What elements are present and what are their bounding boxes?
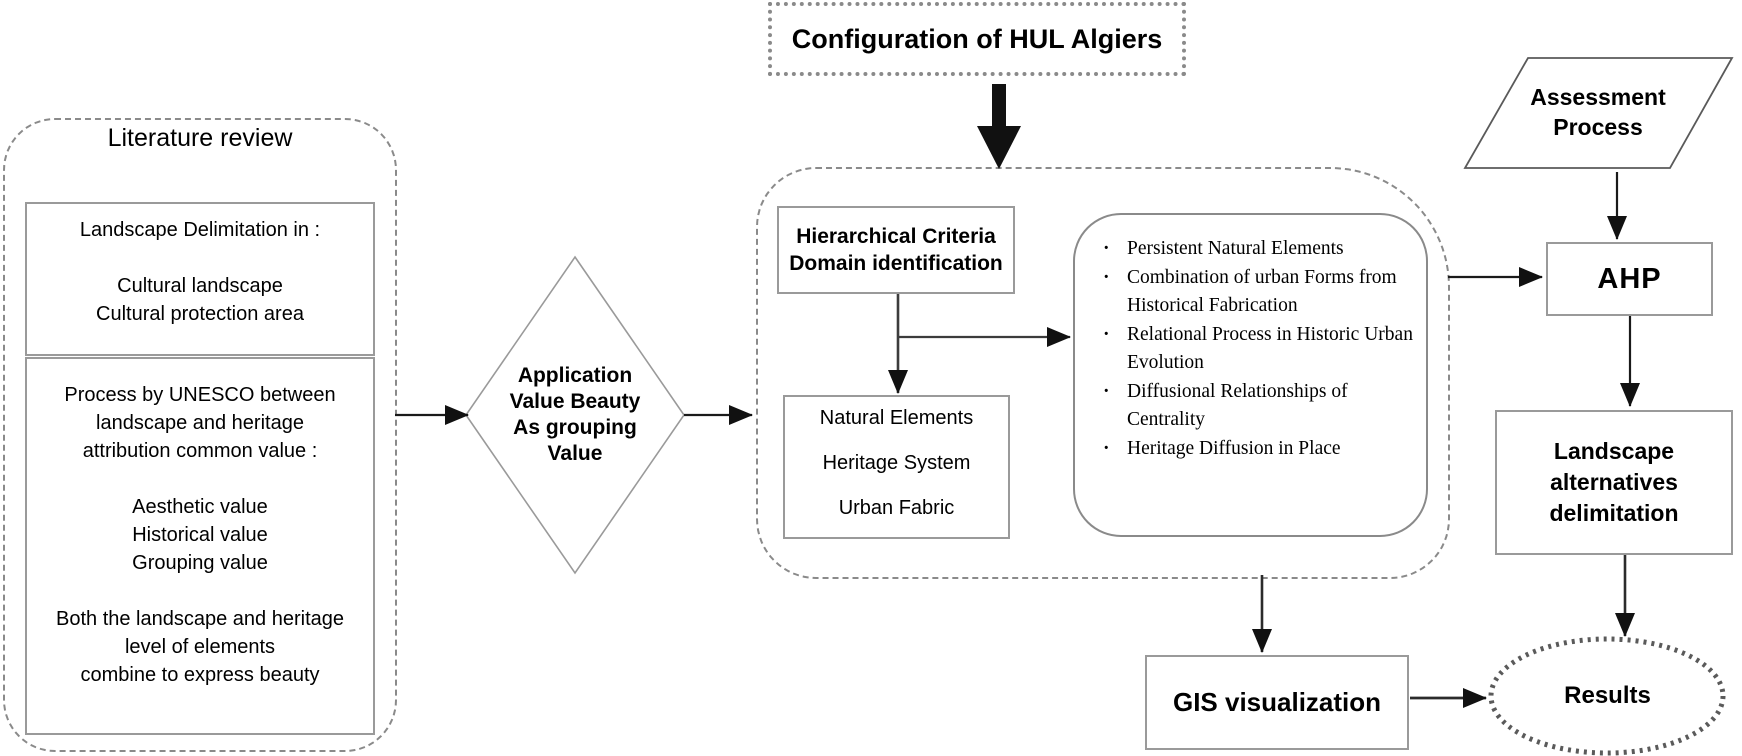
assessment-process-label: Assessment Process: [1530, 84, 1666, 140]
gis-visualization-box: GIS visualization: [1145, 655, 1409, 750]
criteria-list-item: Persistent Natural Elements: [1103, 235, 1427, 264]
results-label: Results: [1564, 682, 1651, 709]
literature-review-container: [3, 118, 397, 752]
criteria-list: Persistent Natural Elements Combination …: [1075, 235, 1426, 463]
ahp-box: AHP: [1546, 242, 1713, 316]
literature-review-title: Literature review: [107, 124, 293, 152]
criteria-list-item: Combination of urban Forms from Historic…: [1103, 264, 1427, 321]
hierarchical-criteria-box: Hierarchical Criteria Domain identificat…: [777, 206, 1015, 294]
domains-box: Natural Elements Heritage System Urban F…: [783, 395, 1010, 539]
hul-configuration-container: [756, 167, 1450, 579]
criteria-list-item: Heritage Diffusion in Place: [1103, 435, 1427, 464]
criteria-list-item: Relational Process in Historic Urban Evo…: [1103, 321, 1427, 378]
landscape-delimitation-box: Landscape Delimitation in : Cultural lan…: [25, 202, 375, 356]
landscape-alternatives-box: Landscape alternatives delimitation: [1495, 410, 1733, 555]
criteria-list-item: Diffusional Relationships of Centrality: [1103, 378, 1427, 435]
criteria-list-box: Persistent Natural Elements Combination …: [1073, 213, 1428, 537]
arrow-config-to-hul: [977, 84, 1021, 169]
unesco-process-box: Process by UNESCO between landscape and …: [25, 357, 375, 735]
decision-diamond-label: Application Value Beauty As grouping Val…: [509, 364, 641, 465]
configuration-hul-title-box: Configuration of HUL Algiers: [768, 2, 1186, 76]
